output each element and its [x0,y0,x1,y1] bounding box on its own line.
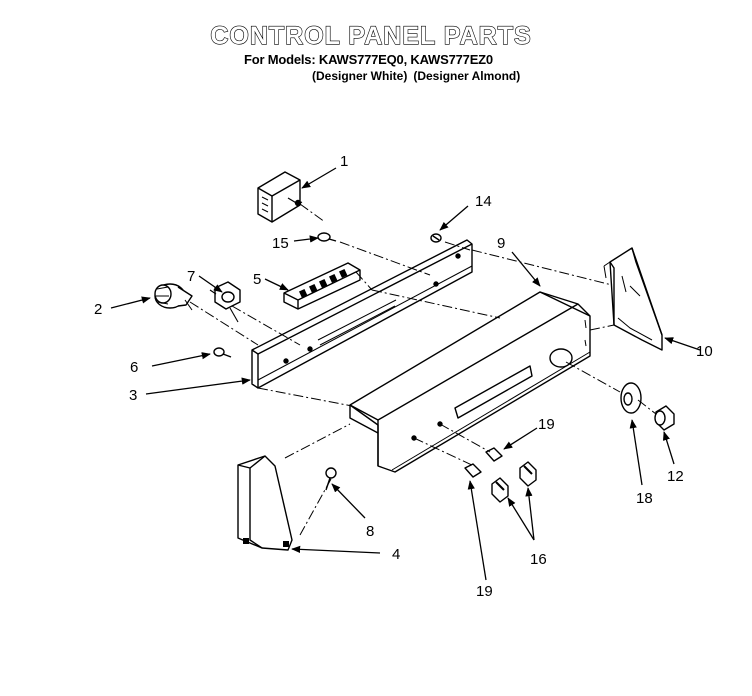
part-16-knob-lower [491,477,509,503]
part-4-left-end-cap [237,455,293,551]
callout-15: 15 [272,235,289,252]
part-8-screw [325,467,337,491]
part-18-dial [620,382,642,414]
part-12-knob [654,405,675,431]
callout-labels: 1 2 3 4 5 6 7 8 9 10 12 14 15 16 18 19 1… [94,153,713,600]
callout-2: 2 [94,301,102,318]
callout-14: 14 [475,193,492,210]
variant-almond: (Designer Almond) [413,69,521,83]
leader-arrows [110,167,701,581]
part-3-mounting-bracket [251,239,473,389]
part-14-screw [430,233,442,243]
part-7-switch [209,281,241,323]
assembly-lines [189,203,657,536]
models-line: For Models: KAWS777EQ0, KAWS777EZ0 [244,52,493,67]
callout-16: 16 [530,551,547,568]
part-16-knob-upper [519,461,537,487]
callout-3: 3 [129,387,137,404]
variant-line: (Designer White) (Designer Almond) [312,69,520,83]
callout-8: 8 [366,523,374,540]
callout-5: 5 [253,271,261,288]
part-1-module [257,171,303,223]
callout-19-lower: 19 [476,583,493,600]
callout-1: 1 [340,153,348,170]
callout-7: 7 [187,268,195,285]
callout-18: 18 [636,490,653,507]
part-19-insert-upper [485,447,503,462]
part-9-control-panel [349,291,591,473]
part-19-insert-lower [464,463,482,478]
callout-9: 9 [497,235,505,252]
part-2-selector-switch [154,283,193,311]
part-10-right-end-cap [603,247,663,351]
callout-6: 6 [130,359,138,376]
part-15-screw [317,232,337,242]
part-6-screw [213,347,232,358]
callout-10: 10 [696,343,713,360]
diagram-title: CONTROL PANEL PARTS [210,21,532,50]
callout-19-upper: 19 [538,416,555,433]
callout-4: 4 [392,546,400,563]
callout-12: 12 [667,468,684,485]
part-5-button-block [283,262,361,310]
variant-white: (Designer White) [312,69,408,83]
